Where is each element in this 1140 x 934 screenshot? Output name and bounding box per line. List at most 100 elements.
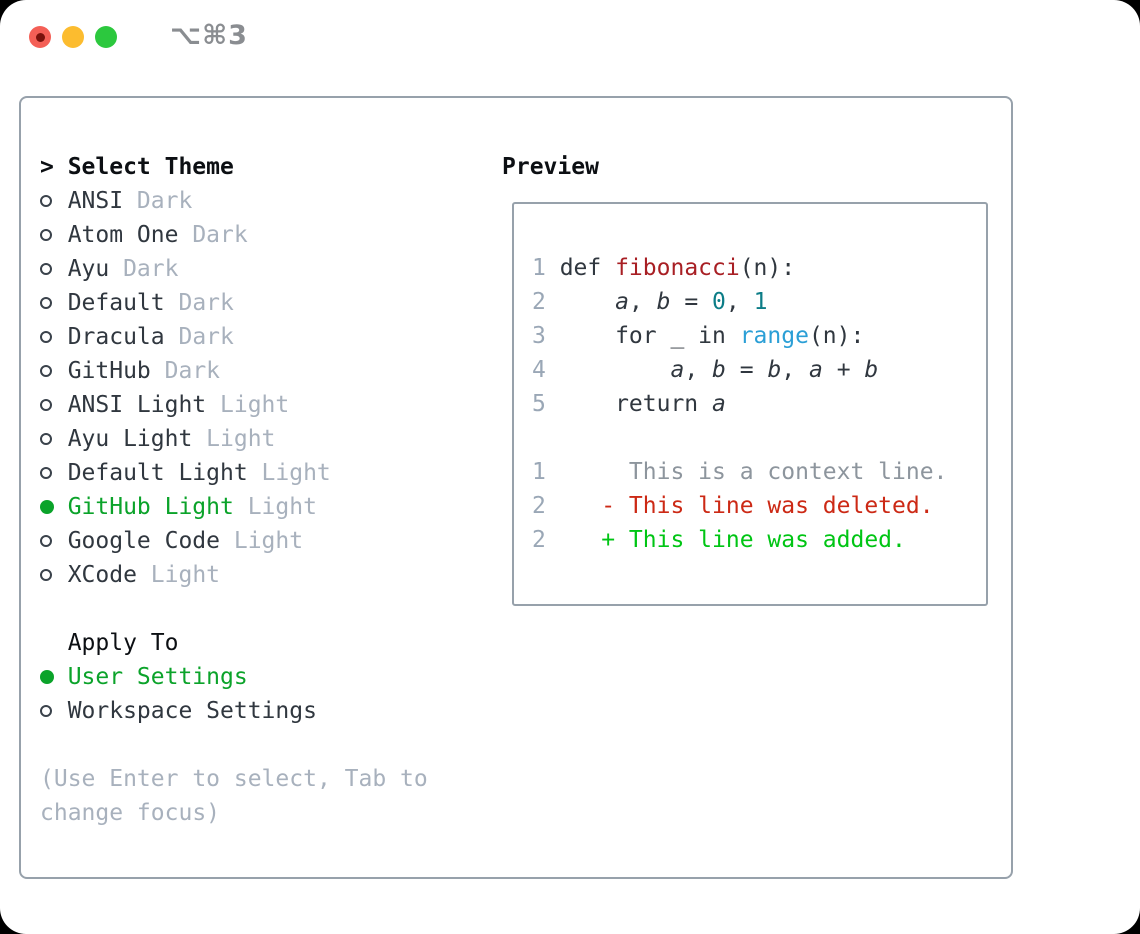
variant-tag: Dark	[136, 188, 193, 214]
code-token-num: 0	[712, 289, 726, 315]
line-number: 4	[532, 357, 546, 383]
code-token-var: b	[767, 357, 782, 383]
theme-item-github[interactable]: GitHub Dark	[40, 354, 480, 388]
variant-tag: Light	[247, 494, 317, 520]
line-number: 2	[532, 289, 546, 315]
preview-line: 5 return a	[532, 387, 986, 421]
code-token-plain: ,	[725, 289, 754, 315]
preview-blank-line	[532, 421, 986, 455]
minimize-button[interactable]	[62, 26, 84, 48]
close-button[interactable]	[29, 26, 51, 48]
item-label: Workspace Settings	[67, 698, 317, 724]
variant-tag: Light	[150, 562, 221, 588]
zoom-button[interactable]	[95, 26, 117, 48]
code-token-plain: =	[670, 289, 713, 315]
code-token-plain: (n):	[808, 323, 865, 349]
code-token-num: 1	[753, 289, 768, 315]
radio-icon	[40, 195, 52, 207]
marker-cell	[40, 331, 68, 343]
marker-cell	[40, 365, 68, 377]
item-label: ANSI Light	[67, 392, 207, 418]
code-token-plain: ,	[781, 357, 809, 383]
marker-cell	[40, 399, 68, 411]
preview-line: 2 - This line was deleted.	[532, 489, 986, 523]
code-token-func: fibonacci	[615, 255, 740, 281]
theme-item-ansi-light[interactable]: ANSI Light Light	[40, 388, 480, 422]
marker-cell	[40, 467, 68, 479]
code-token-plain	[560, 357, 671, 383]
traffic-lights	[29, 26, 117, 48]
marker-cell	[40, 500, 68, 514]
item-label: Default Light	[67, 460, 248, 486]
keyboard-hint: (Use Enter to select, Tab to change focu…	[40, 766, 428, 826]
code-token-var: a	[712, 391, 726, 417]
radio-icon	[40, 433, 52, 445]
apply-to-header-row: Apply To	[40, 626, 480, 660]
code-token-plain: ,	[628, 289, 657, 315]
radio-icon	[40, 297, 52, 309]
item-label: ANSI	[67, 188, 124, 214]
preview-line: 2 + This line was added.	[532, 523, 986, 557]
code-token-added: + This line was added.	[601, 527, 906, 553]
spacer	[40, 592, 480, 626]
marker-cell	[40, 263, 68, 275]
marker-cell	[40, 569, 68, 581]
code-token-plain: for _ in	[559, 323, 740, 349]
item-label: Default	[67, 290, 165, 316]
preview-line: 4 a, b = b, a + b	[532, 353, 986, 387]
item-label: Dracula	[67, 324, 165, 350]
radio-icon	[40, 467, 52, 479]
code-token-plain: ,	[684, 357, 713, 383]
variant-tag: Dark	[164, 358, 221, 384]
radio-icon	[40, 263, 52, 275]
code-token-deleted: - This line was deleted.	[601, 493, 934, 519]
marker-cell	[40, 195, 68, 207]
item-label: GitHub	[67, 358, 151, 384]
focus-caret-icon: >	[40, 154, 54, 180]
preview-line: 1 This is a context line.	[532, 455, 986, 489]
apply-option-user-settings[interactable]: User Settings	[40, 660, 480, 694]
preview-header: Preview	[502, 154, 599, 180]
theme-item-default-light[interactable]: Default Light Light	[40, 456, 480, 490]
variant-tag: Dark	[178, 324, 234, 350]
radio-icon	[40, 535, 52, 547]
line-number: 1	[532, 255, 546, 281]
code-token-var: a	[809, 357, 823, 383]
variant-tag: Light	[220, 392, 290, 418]
radio-selected-icon	[40, 670, 54, 684]
code-token-var: b	[656, 289, 671, 315]
line-number: 2	[532, 527, 546, 553]
radio-icon	[40, 705, 52, 717]
theme-item-ansi[interactable]: ANSI Dark	[40, 184, 480, 218]
variant-tag: Light	[261, 460, 331, 486]
radio-icon	[40, 229, 52, 241]
radio-icon	[40, 365, 52, 377]
code-token-plain: (n):	[739, 255, 796, 281]
theme-item-dracula[interactable]: Dracula Dark	[40, 320, 480, 354]
close-dot-icon	[35, 32, 45, 42]
variant-tag: Light	[206, 426, 276, 452]
marker-cell	[40, 535, 68, 547]
select-theme-header: Select Theme	[67, 154, 234, 180]
marker-cell	[40, 297, 68, 309]
code-token-var: a	[670, 357, 685, 383]
line-number: 1	[532, 459, 546, 485]
code-token-plain	[560, 289, 615, 315]
apply-option-workspace-settings[interactable]: Workspace Settings	[40, 694, 480, 728]
marker-cell	[40, 705, 68, 717]
marker-cell	[40, 229, 68, 241]
item-label: Atom One	[67, 222, 179, 248]
